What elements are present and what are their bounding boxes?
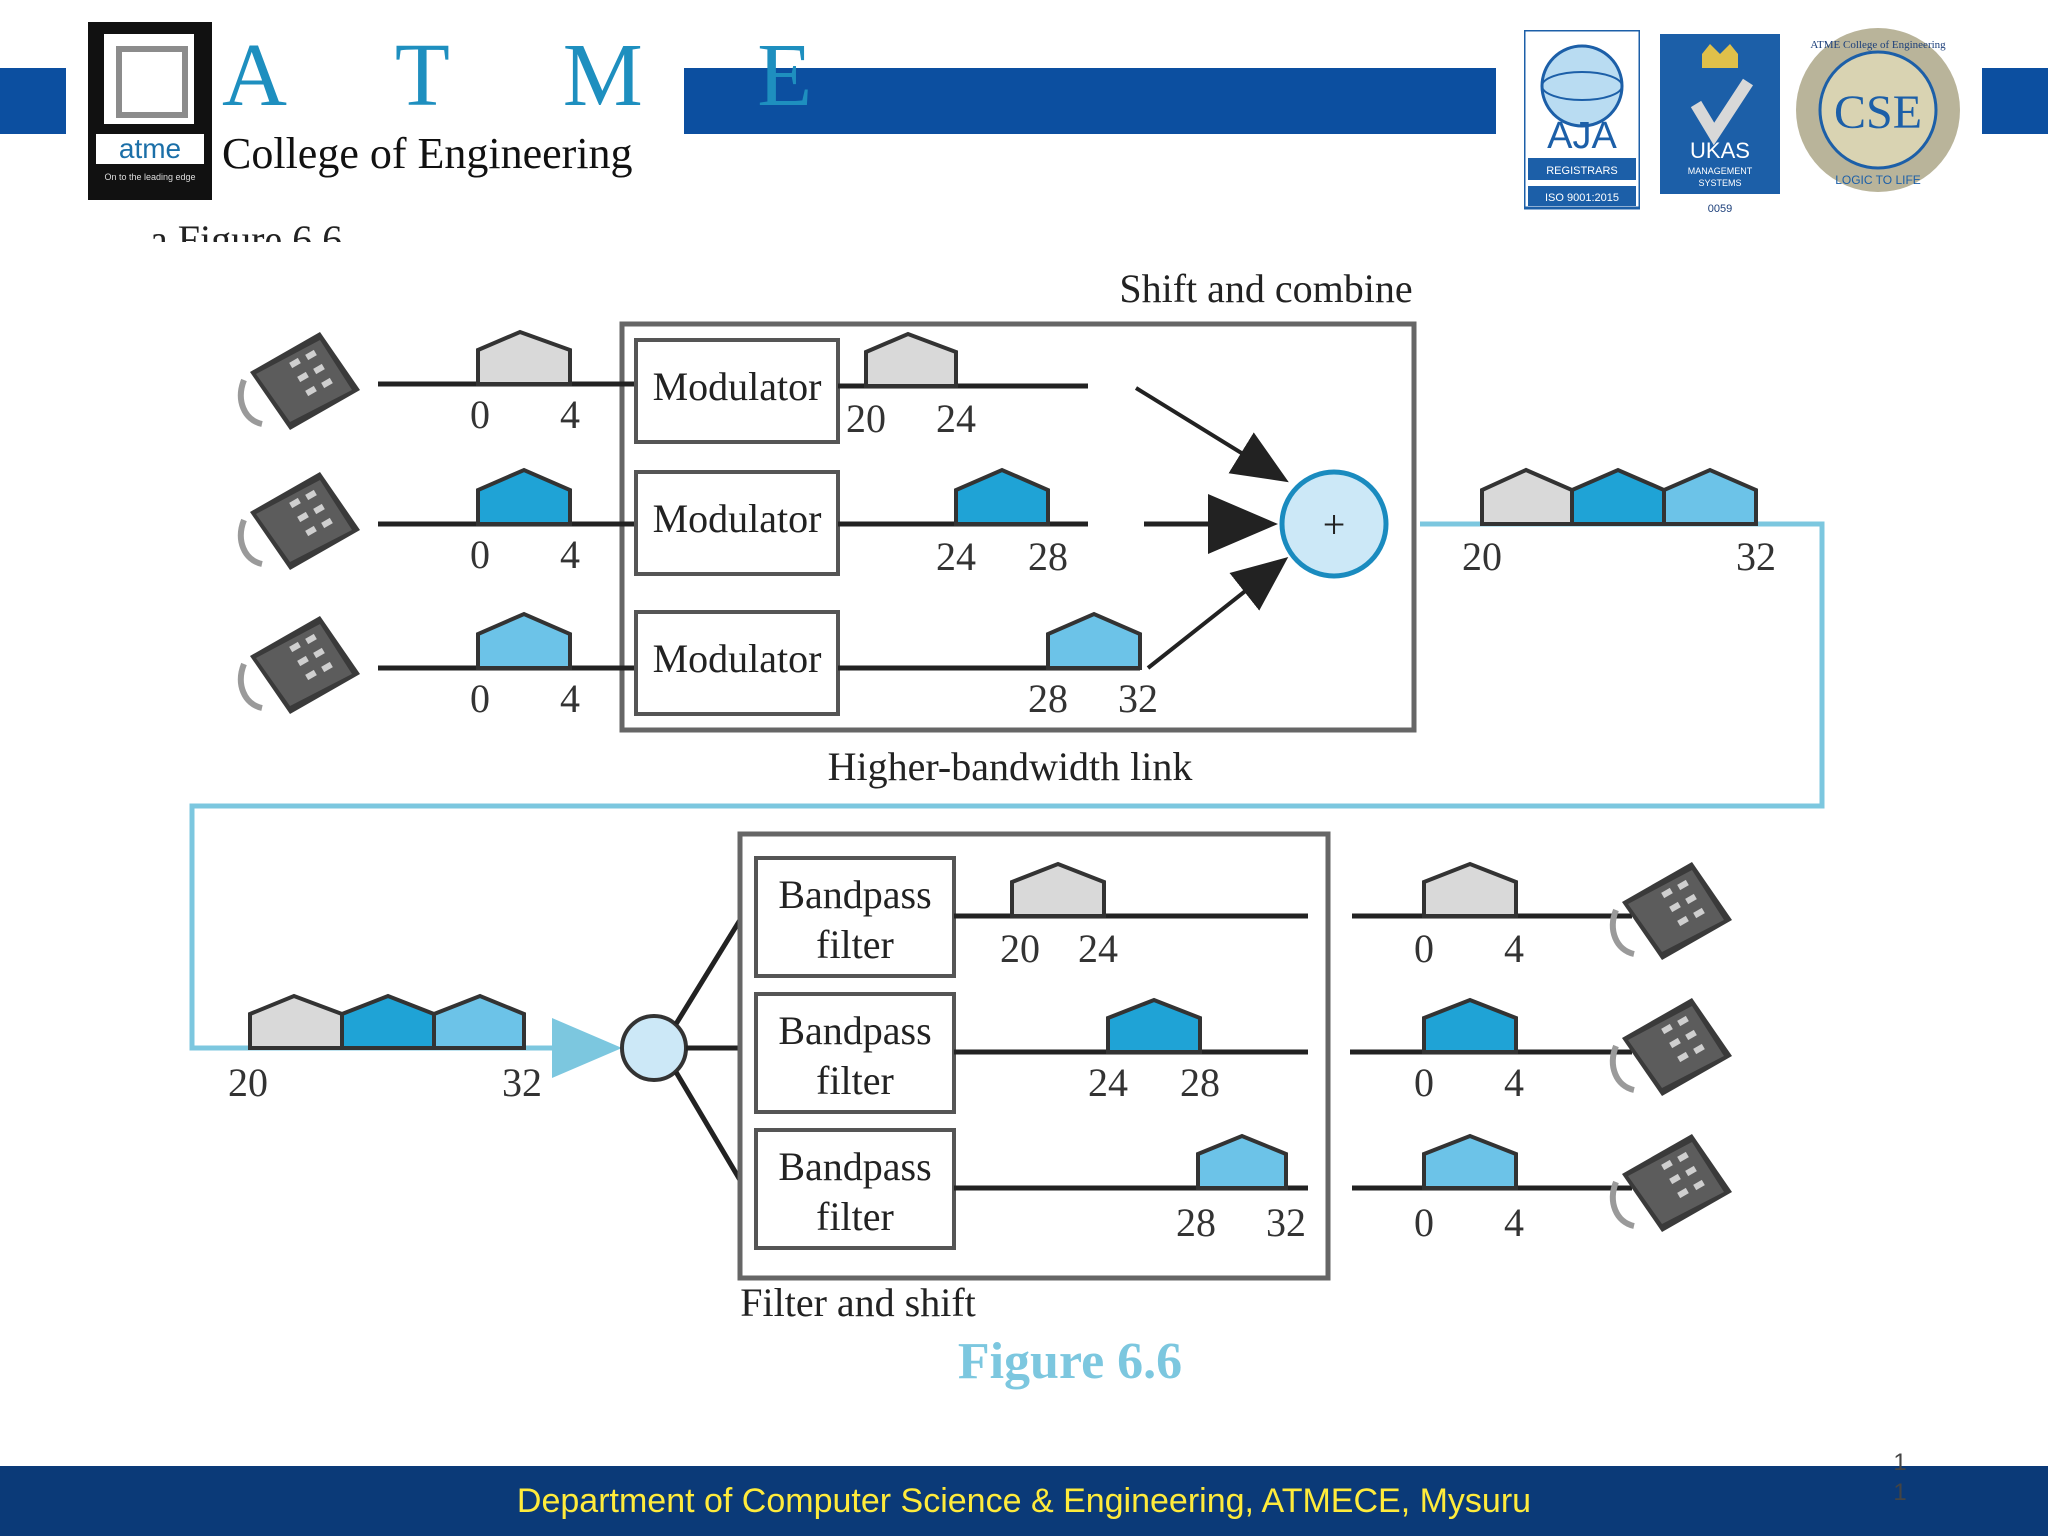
slide-heading-partial: a Figure 6.6. (150, 217, 353, 242)
header-bar-middle (684, 68, 1496, 134)
filtered-2-low: 24 (1088, 1060, 1128, 1105)
output-row-2: Bandpass filter 24 28 0 4 (754, 992, 1732, 1114)
filtered-spectrum-2 (1106, 997, 1202, 1054)
output-2-low: 0 (1414, 1060, 1434, 1105)
combined-spectrum-top: 20 32 (1462, 467, 1776, 579)
shifted-3-low: 28 (1028, 676, 1068, 721)
modulator-1-label: Modulator (653, 364, 822, 409)
aja-name: AJA (1547, 115, 1617, 157)
input-spectrum-1 (476, 329, 572, 386)
input-2-low: 0 (470, 532, 490, 577)
output-1-high: 4 (1504, 926, 1524, 971)
brand-title: A T M E (222, 26, 859, 125)
bandpass-1-line2: filter (816, 922, 894, 967)
shifted-spectrum-2 (954, 467, 1050, 526)
filtered-spectrum-3 (1196, 1133, 1288, 1190)
filtered-3-low: 28 (1176, 1200, 1216, 1245)
logo-word: atme (96, 134, 204, 164)
slide-number-digit-2: 1 (1893, 1479, 1907, 1506)
shift-combine-label: Shift and combine (1119, 266, 1412, 311)
aja-line1: REGISTRARS (1546, 165, 1618, 177)
brand-subtitle: College of Engineering (222, 129, 633, 178)
combined-bottom-high: 32 (502, 1060, 542, 1105)
bandpass-1-line1: Bandpass (778, 872, 931, 917)
filter-shift-label: Filter and shift (740, 1280, 976, 1325)
modulator-1 (634, 338, 840, 444)
combined-top-high: 32 (1736, 534, 1776, 579)
filtered-spectrum-1 (1010, 861, 1106, 918)
input-3-low: 0 (470, 676, 490, 721)
output-3-high: 4 (1504, 1200, 1524, 1245)
splitter-circle (620, 1014, 688, 1082)
shifted-spectrum-3 (1046, 611, 1142, 670)
modulator-3-label: Modulator (653, 636, 822, 681)
output-spectrum-1 (1422, 861, 1518, 918)
cse-badge: CSE ATME College of Engineering LOGIC TO… (1796, 28, 1960, 192)
input-row-1: 0 4 Modulator 20 24 (241, 329, 1088, 444)
adder-circle (1279, 469, 1389, 579)
aja-badge: AJA REGISTRARS ISO 9001:2015 (1524, 30, 1640, 210)
bandpass-filter-3 (754, 1128, 956, 1250)
cse-ring-top: ATME College of Engineering (1810, 39, 1946, 51)
bandpass-3-line2: filter (816, 1194, 894, 1239)
modulator-2-label: Modulator (653, 496, 822, 541)
footer-department: Department of Computer Science & Enginee… (516, 1482, 1532, 1520)
figure-caption: Figure 6.6 (958, 1333, 1182, 1390)
header-bar-left (0, 68, 66, 134)
shifted-2-high: 28 (1028, 534, 1068, 579)
higher-bandwidth-label: Higher-bandwidth link (828, 744, 1193, 789)
input-1-high: 4 (560, 392, 580, 437)
input-2-high: 4 (560, 532, 580, 577)
modulator-3 (634, 610, 840, 716)
input-spectrum-3 (476, 611, 572, 670)
output-row-1: Bandpass filter 20 24 0 4 (754, 856, 1732, 978)
filtered-2-high: 28 (1180, 1060, 1220, 1105)
combined-spectrum-bottom: 20 32 (228, 993, 542, 1105)
aja-iso: ISO 9001:2015 (1545, 192, 1619, 204)
shifted-3-high: 32 (1118, 676, 1158, 721)
ukas-line1: MANAGEMENT (1688, 166, 1753, 176)
ukas-badge: UKAS MANAGEMENT SYSTEMS 0059 (1660, 34, 1780, 215)
adder-symbol: + (1323, 502, 1346, 547)
shifted-2-low: 24 (936, 534, 976, 579)
atme-logo: atme On to the leading edge (88, 22, 212, 200)
modulator-2 (634, 470, 840, 576)
input-3-high: 4 (560, 676, 580, 721)
filtered-1-high: 24 (1078, 926, 1118, 971)
cse-name: CSE (1834, 86, 1922, 139)
output-1-low: 0 (1414, 926, 1434, 971)
cse-ring-bottom: LOGIC TO LIFE (1835, 173, 1921, 187)
output-2-high: 4 (1504, 1060, 1524, 1105)
output-row-3: Bandpass filter 28 32 0 4 (754, 1128, 1732, 1250)
arrow-3 (1146, 557, 1289, 670)
input-row-3: 0 4 Modulator 28 32 (241, 610, 1158, 721)
input-spectrum-2 (476, 467, 572, 526)
slide-number-digit-1: 1 (1893, 1449, 1907, 1476)
slide-number: 1 1 (1890, 1448, 1910, 1508)
ukas-number: 0059 (1708, 203, 1732, 215)
filtered-3-high: 32 (1266, 1200, 1306, 1245)
ukas-name: UKAS (1690, 138, 1750, 163)
footer-bar (0, 1466, 2048, 1536)
logo-tagline: On to the leading edge (104, 172, 196, 182)
combined-top-low: 20 (1462, 534, 1502, 579)
combined-bottom-low: 20 (228, 1060, 268, 1105)
shifted-1-low: 20 (846, 396, 886, 441)
output-spectrum-2 (1422, 997, 1518, 1054)
header-bar-right (1982, 68, 2048, 134)
bandpass-2-line2: filter (816, 1058, 894, 1103)
input-1-low: 0 (470, 392, 490, 437)
input-row-2: 0 4 Modulator 24 28 (241, 467, 1088, 579)
shifted-spectrum-1 (864, 331, 958, 388)
shifted-1-high: 24 (936, 396, 976, 441)
bandpass-2-line1: Bandpass (778, 1008, 931, 1053)
output-spectrum-3 (1422, 1133, 1518, 1190)
bandpass-3-line1: Bandpass (778, 1144, 931, 1189)
ukas-line2: SYSTEMS (1698, 178, 1741, 188)
filtered-1-low: 20 (1000, 926, 1040, 971)
output-3-low: 0 (1414, 1200, 1434, 1245)
arrow-1 (1134, 386, 1289, 483)
bandpass-filter-2 (754, 992, 956, 1114)
